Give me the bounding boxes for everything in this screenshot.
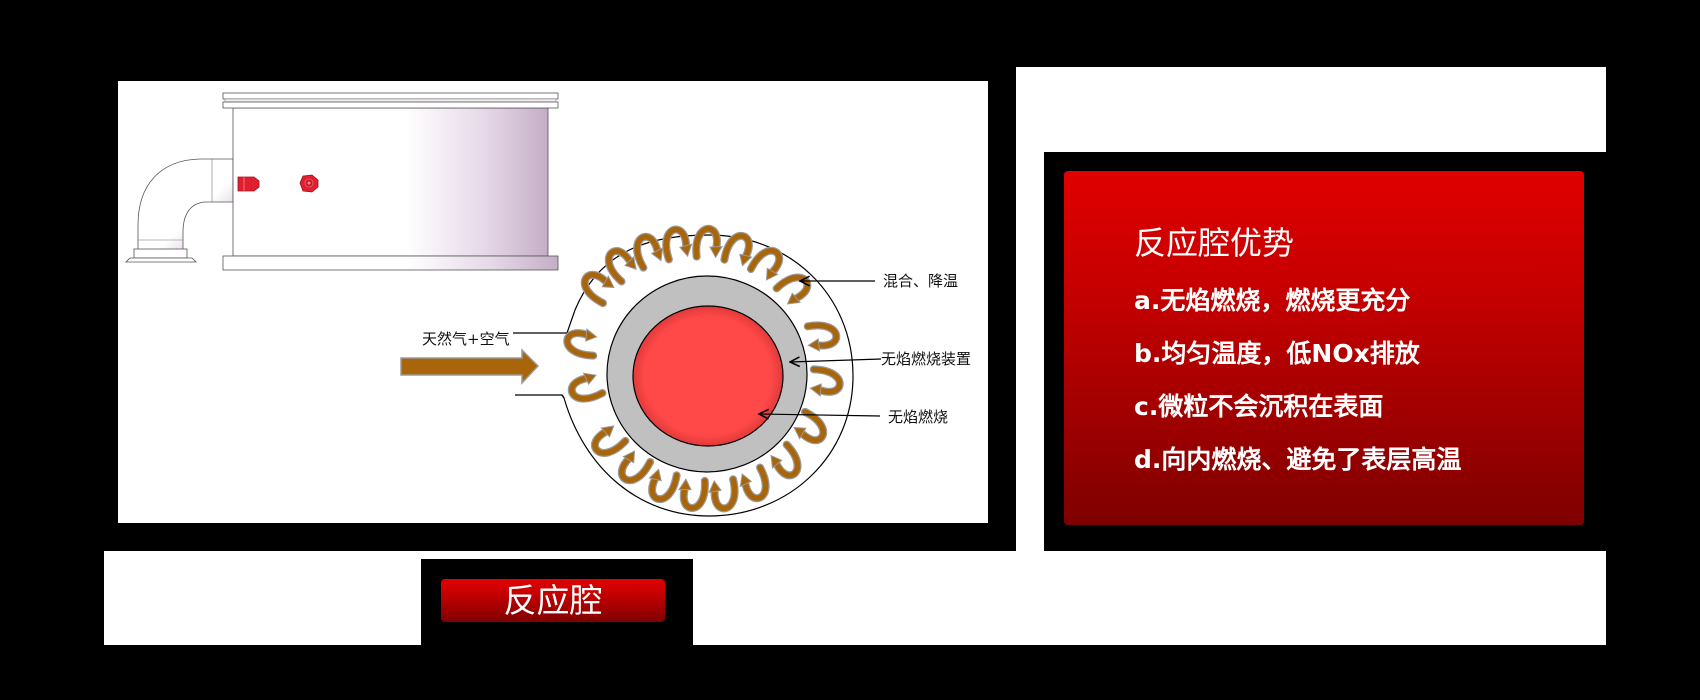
tank-drawing [125,92,559,271]
advantage-item: a.无焰燃烧，燃烧更充分 [1134,286,1411,315]
bottom-strip [104,551,1606,645]
advantages-box: 反应腔优势 a.无焰燃烧，燃烧更充分 b.均匀温度，低NOx排放 c.微粒不会沉… [1064,171,1584,525]
callout-flameless-device: 无焰燃烧装置 [881,350,972,368]
inlet-label: 天然气+空气 [422,330,510,348]
nozzle-icon [237,176,260,192]
inlet-arrow-icon [400,348,540,385]
caption-label: 反应腔 [441,579,665,622]
advantage-item: c.微粒不会沉积在表面 [1134,392,1384,421]
advantage-item: d.向内燃烧、避免了表层高温 [1134,445,1462,474]
advantages-title: 反应腔优势 [1134,224,1295,262]
cross-section [400,227,882,517]
advantage-item: b.均匀温度，低NOx排放 [1134,339,1420,368]
callout-flameless-combustion: 无焰燃烧 [888,408,949,426]
callout-mixing-cooling: 混合、降温 [883,272,959,290]
nozzle-icon [299,174,319,193]
caption-text: 反应腔 [503,580,603,620]
